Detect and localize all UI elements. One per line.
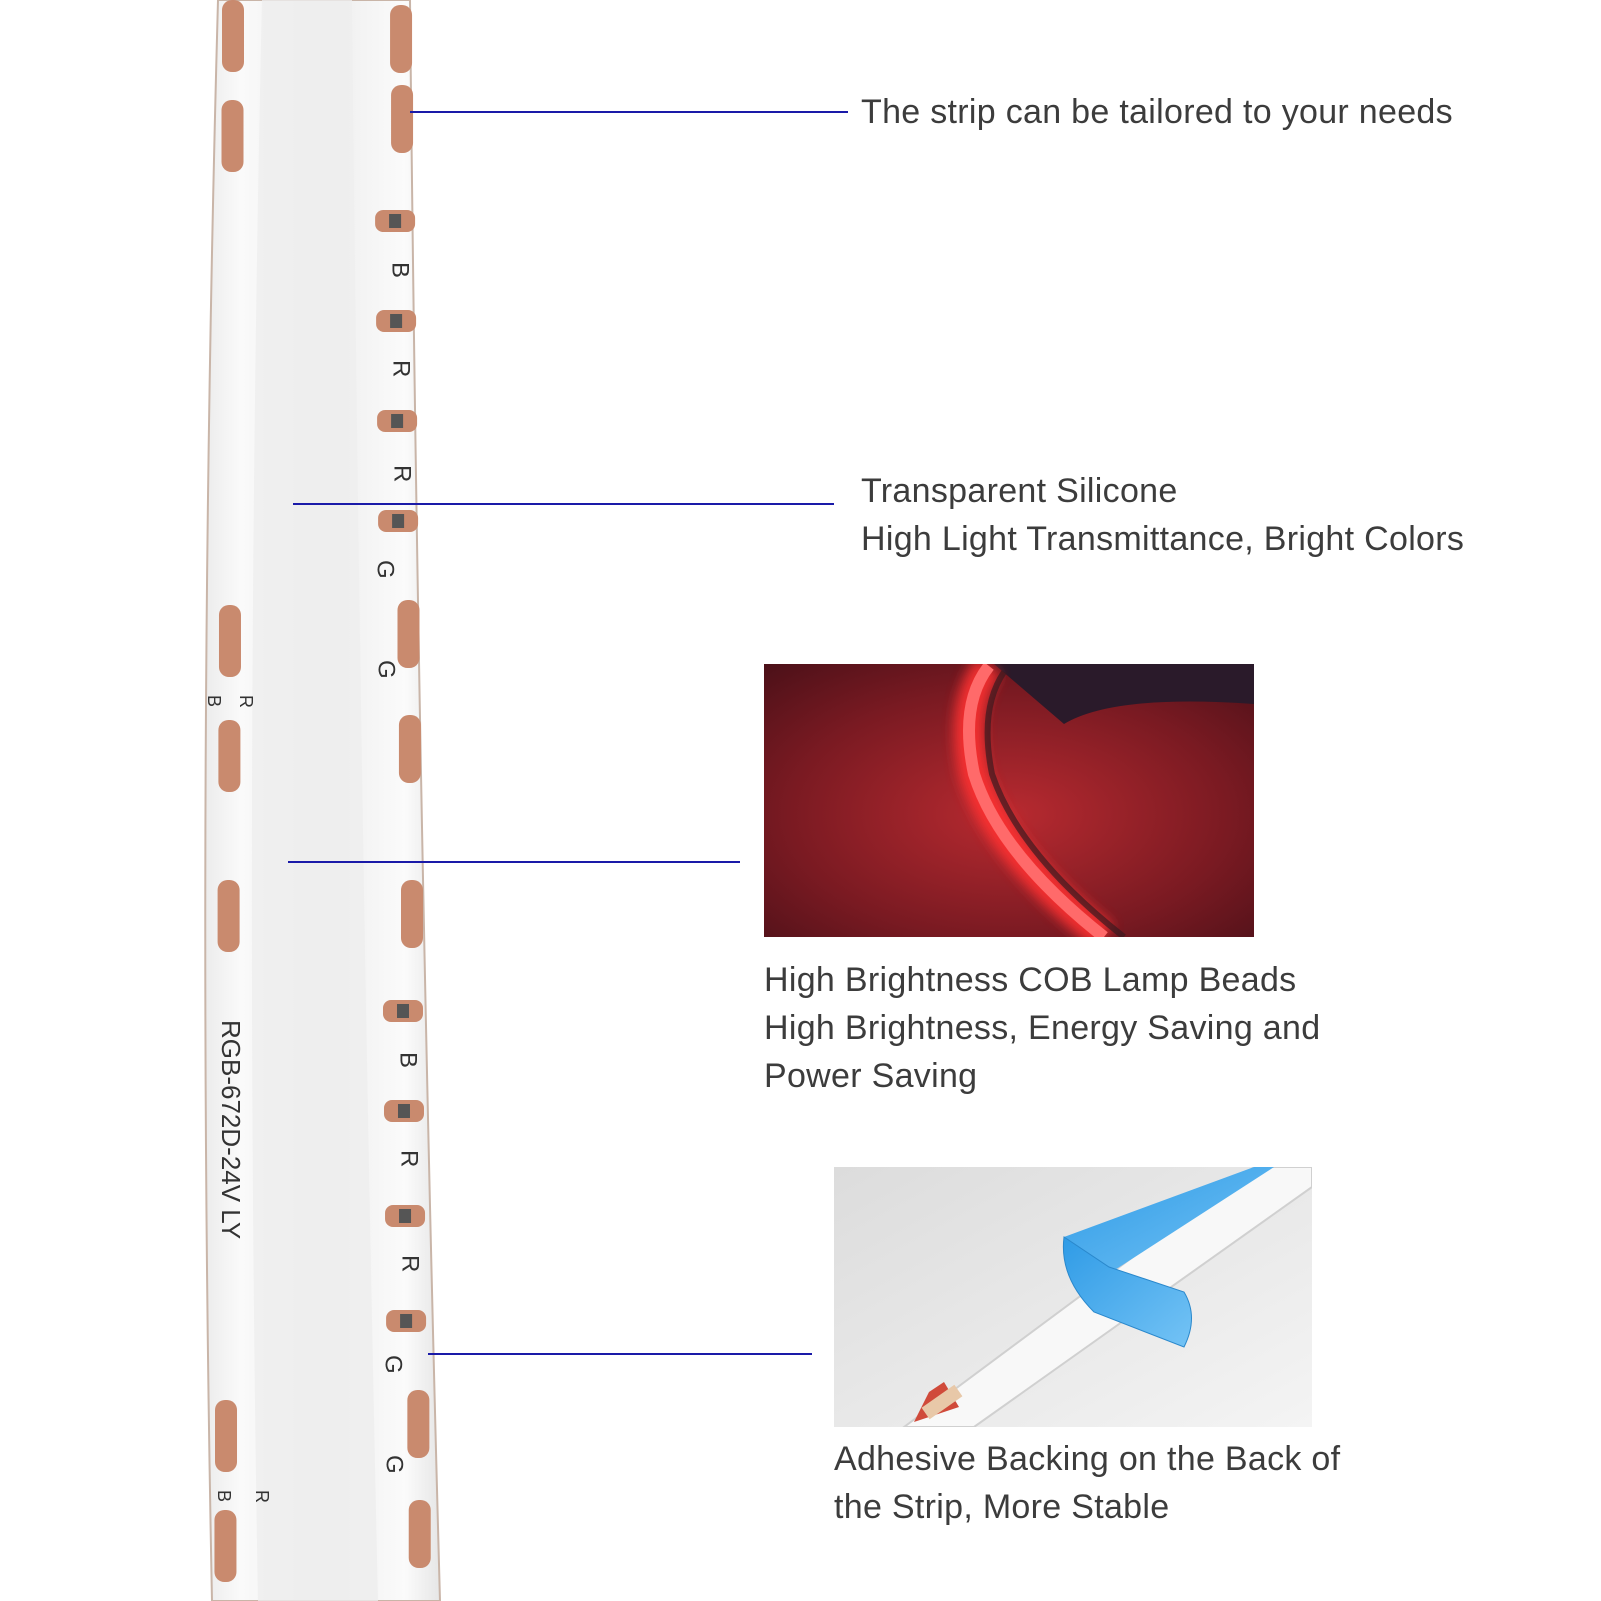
strip-pad-letter: G [380,1355,407,1374]
callout-line: High Brightness COB Lamp Beads [764,961,1297,999]
copper-pad [391,85,414,153]
callout-line: Transparent Silicone [861,472,1178,510]
copper-pad [218,605,241,677]
strip-pad-letter: G [372,560,399,579]
copper-pad [221,100,244,172]
callout-line: High Light Transmittance, Bright Colors [861,520,1465,558]
strip-pad-letter: R [395,1150,422,1167]
strip-small-mark: B [204,695,224,707]
copper-pad [218,720,241,792]
strip-pad-letter: R [389,465,416,482]
callout-cob-lamp-beads: High Brightness COB Lamp Beads High Brig… [764,956,1320,1100]
copper-pad [215,1400,238,1472]
callout-transparent-silicone: Transparent Silicone High Light Transmit… [861,467,1464,563]
copper-pad [398,715,421,783]
copper-pad [397,600,420,668]
copper-pad [407,1390,430,1458]
strip-pad-letter: R [397,1255,424,1272]
callout-cut-to-size: The strip can be tailored to your needs [861,88,1453,136]
callout-line: Power Saving [764,1057,978,1095]
strip-small-mark: R [252,1490,272,1503]
strip-pad-letter: G [373,660,400,679]
copper-pad [408,1500,431,1568]
strip-small-mark: R [236,695,256,708]
silicone-channel [251,0,378,1601]
callout-line: High Brightness, Energy Saving and [764,1009,1321,1047]
copper-pad [217,880,240,952]
callout-line: the Strip, More Stable [834,1488,1170,1526]
red-cob-strip-photo [764,664,1254,937]
strip-pad-letter: B [395,1052,422,1068]
copper-pad [390,5,413,73]
strip-pad-letter: G [381,1455,408,1474]
copper-pad [214,1510,237,1582]
callout-adhesive-backing: Adhesive Backing on the Back of the Stri… [834,1435,1340,1531]
strip-model-label: RGB-672D-24V LY [216,1020,246,1239]
strip-pad-letter: B [387,262,414,278]
callout-line: The strip can be tailored to your needs [861,93,1453,131]
strip-small-mark: B [214,1490,234,1502]
copper-pad [222,0,244,72]
copper-pad [400,880,423,948]
adhesive-backing-photo [834,1167,1312,1427]
strip-pad-letter: R [388,360,415,377]
callout-line: Adhesive Backing on the Back of [834,1440,1341,1478]
